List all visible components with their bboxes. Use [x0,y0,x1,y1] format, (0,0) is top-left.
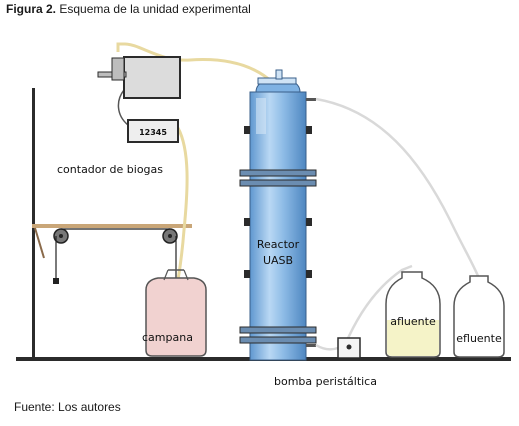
pump-to-reactor-tube [315,343,339,351]
gas-meter-bracket [111,57,125,81]
shelf-brace [34,227,45,259]
pump-label: bomba peristáltica [274,375,377,388]
reactor-label-line1: Reactor [257,238,300,251]
counter-label: contador de biogas [57,163,163,176]
support-shelf [32,224,192,228]
bell-hook-left [163,269,169,281]
pulley-right [162,228,178,244]
influent-tube [343,264,413,346]
counter-display: 12345 [139,128,167,137]
effluent-bottle [453,275,505,358]
figure-source: Fuente: Los autores [14,400,121,414]
support-wall [32,88,35,358]
biogas-tube-reactor-to-meter [116,42,274,84]
pump-rotor [346,344,352,350]
reactor-label-line2: UASB [263,254,293,267]
influent-bottle [385,271,441,358]
figure-title: Esquema de la unidad experimental [59,2,251,16]
effluent-tube [315,97,480,277]
bell-label: campana [142,331,193,344]
meter-connector-tube [117,89,129,126]
gas-meter-box [123,56,181,99]
uasb-reactor [239,69,317,361]
effluent-label: efluente [456,332,502,345]
figure-caption: Figura 2. Esquema de la unidad experimen… [6,2,251,16]
gas-bell [145,277,207,357]
biogas-counter [127,119,179,143]
counterweight [53,278,59,284]
figure-number: Figura 2. [6,2,57,16]
bell-hook-right [183,269,189,281]
influent-label: afluente [390,315,436,328]
biogas-tube-meter-to-bell [176,127,189,281]
